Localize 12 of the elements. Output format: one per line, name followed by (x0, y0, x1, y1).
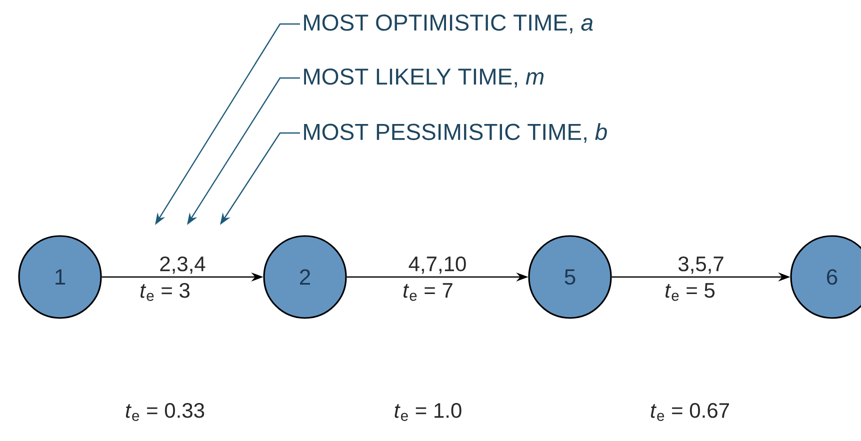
edge-label: 3,5,7 (678, 256, 724, 274)
time-label: t$_{e}$ = 0.67 (650, 403, 729, 421)
time-label: t$_{e}$ = 3 (140, 283, 190, 301)
callout-text: MOST LIKELY TIME, m (304, 68, 544, 88)
edge-label: 4,7,10 (408, 256, 466, 274)
callout-text: MOST OPTIMISTIC TIME, a (304, 14, 593, 34)
time-label: t$_{e}$ = 0.33 (126, 403, 204, 421)
time-label: t$_{e}$ = 7 (404, 283, 452, 301)
time-label: t$_{e}$ = 5 (666, 283, 715, 301)
edge-label: 2,3,4 (160, 256, 206, 274)
time-label: t$_{e}$ = 1.0 (394, 403, 462, 421)
callout-text: MOST PESSIMISTIC TIME, b (304, 123, 607, 143)
